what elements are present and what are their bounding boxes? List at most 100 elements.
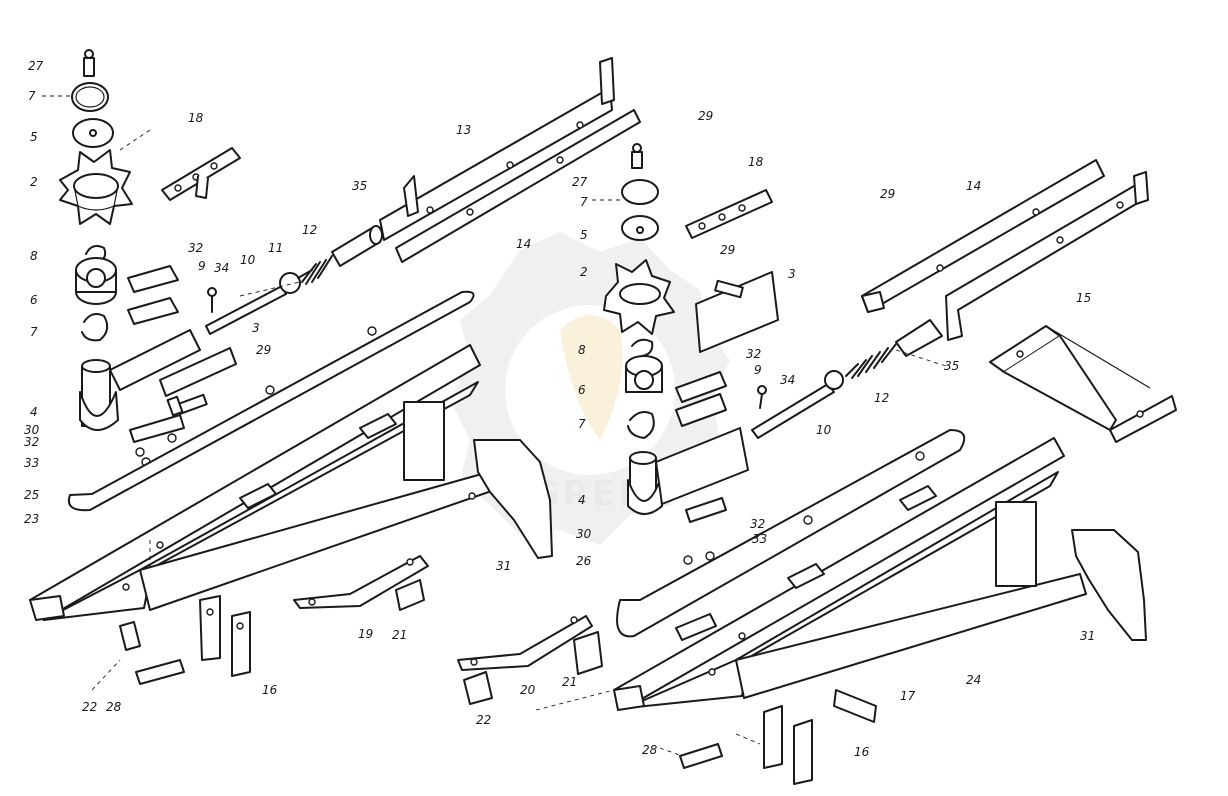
grease-nipple-left bbox=[83, 49, 95, 77]
callout-32: 32 bbox=[188, 241, 203, 255]
callout-4: 4 bbox=[30, 405, 38, 419]
guide-bar-left bbox=[395, 109, 641, 263]
eye-bolt-right bbox=[757, 385, 767, 409]
plate-17-right bbox=[833, 689, 877, 723]
snap-ring-top-left bbox=[71, 82, 109, 112]
callout-24: 24 bbox=[966, 673, 981, 687]
callout-15: 15 bbox=[1076, 291, 1091, 305]
callout-6-right: 6 bbox=[578, 383, 586, 397]
strip-20-right bbox=[457, 615, 593, 671]
brackets-16-right bbox=[763, 705, 813, 785]
bolt-left bbox=[166, 393, 208, 417]
main-frame-right bbox=[613, 429, 1087, 711]
callout-27: 27 bbox=[28, 59, 44, 73]
counterweight-left bbox=[473, 439, 553, 559]
callout-29: 29 bbox=[256, 343, 271, 357]
callout-17: 17 bbox=[900, 689, 916, 703]
retaining-ring-right bbox=[631, 338, 654, 357]
clip-21-right bbox=[573, 631, 603, 675]
callout-22-right: 22 bbox=[476, 713, 491, 727]
callout-30-right: 30 bbox=[576, 527, 592, 541]
callout-29-right: 29 bbox=[880, 187, 895, 201]
callout-21: 21 bbox=[392, 628, 407, 642]
brackets-16-left bbox=[199, 595, 251, 677]
callout-7: 7 bbox=[28, 89, 36, 103]
callout-16: 16 bbox=[262, 683, 278, 697]
callout-27-right: 27 bbox=[572, 175, 588, 189]
sleeve-housing-right bbox=[627, 451, 663, 515]
star-knob-right bbox=[603, 259, 675, 335]
main-frame-left bbox=[29, 290, 501, 621]
bracket-plates-left bbox=[109, 265, 237, 467]
strip-19-left bbox=[293, 555, 429, 609]
callout-32-right-lower: 32 bbox=[750, 517, 765, 531]
callout-3: 3 bbox=[252, 321, 260, 335]
callout-19: 19 bbox=[358, 627, 373, 641]
tension-rod-right bbox=[751, 319, 943, 439]
callout-9: 9 bbox=[198, 259, 206, 273]
callout-35: 35 bbox=[352, 179, 367, 193]
callout-13: 13 bbox=[456, 123, 471, 137]
washer-disc-right bbox=[621, 215, 659, 241]
callout-7-lower: 7 bbox=[30, 325, 38, 339]
callout-2: 2 bbox=[30, 175, 38, 189]
callout-29-right-mid: 29 bbox=[720, 243, 735, 257]
callout-22: 22 bbox=[82, 700, 97, 714]
callout-12-right: 12 bbox=[874, 391, 889, 405]
bearing-right bbox=[625, 355, 663, 393]
callout-23: 23 bbox=[24, 512, 39, 526]
callout-8-right: 8 bbox=[578, 343, 586, 357]
snap-ring-top-right bbox=[621, 179, 659, 205]
callout-35-right: 35 bbox=[944, 359, 959, 373]
callout-32-lower: 32 bbox=[24, 435, 39, 449]
snap-ring-lower-left bbox=[81, 313, 109, 342]
washer-disc-left bbox=[72, 118, 114, 148]
callout-28-right: 28 bbox=[642, 743, 658, 757]
callout-4-right: 4 bbox=[578, 493, 586, 507]
callout-5-right: 5 bbox=[580, 228, 588, 242]
callout-14-right: 14 bbox=[966, 179, 981, 193]
callout-34: 34 bbox=[214, 261, 229, 275]
callout-8: 8 bbox=[30, 249, 38, 263]
callout-21-right: 21 bbox=[562, 675, 577, 689]
callout-26: 26 bbox=[576, 554, 592, 568]
callout-12: 12 bbox=[302, 223, 317, 237]
callout-3-right: 3 bbox=[788, 267, 796, 281]
clip-22-left bbox=[119, 621, 141, 651]
callout-20: 20 bbox=[520, 683, 536, 697]
callout-11: 11 bbox=[268, 241, 283, 255]
star-knob-left bbox=[59, 149, 133, 225]
snap-ring-lower-right bbox=[627, 411, 655, 439]
clip-21-left bbox=[395, 579, 425, 611]
guide-rail-left bbox=[379, 57, 615, 241]
leader-lines bbox=[42, 95, 947, 757]
callout-labels-right: 29 18 27 7 29 14 5 29 2 3 15 8 32 35 9 3… bbox=[476, 109, 1095, 759]
callout-25: 25 bbox=[24, 488, 39, 502]
callout-33-right: 33 bbox=[752, 532, 767, 546]
callout-18: 18 bbox=[188, 111, 204, 125]
sleeve-housing-left bbox=[79, 359, 119, 431]
callout-31-right: 31 bbox=[1080, 629, 1095, 643]
callout-16-right: 16 bbox=[854, 745, 870, 759]
clip-22-right bbox=[463, 671, 493, 705]
eye-bolt-left bbox=[207, 287, 217, 313]
bearing-left bbox=[75, 257, 117, 305]
callout-31: 31 bbox=[496, 559, 511, 573]
plate-28-left bbox=[135, 659, 185, 685]
callout-5: 5 bbox=[30, 130, 38, 144]
callout-18-right: 18 bbox=[748, 155, 764, 169]
callout-9-right: 9 bbox=[754, 363, 762, 377]
callout-34-right: 34 bbox=[780, 373, 795, 387]
guide-bar-right bbox=[945, 171, 1149, 341]
callout-32-right: 32 bbox=[746, 347, 761, 361]
counterweight-right bbox=[1071, 529, 1147, 641]
callout-10-right: 10 bbox=[816, 423, 832, 437]
chain-link-left bbox=[161, 147, 241, 201]
plate-28-right bbox=[679, 743, 723, 769]
chain-link-right bbox=[685, 189, 773, 239]
guide-rail-right bbox=[861, 159, 1105, 313]
bracket-plates-right bbox=[655, 271, 779, 583]
left-assembly bbox=[29, 49, 641, 685]
right-assembly bbox=[457, 143, 1177, 785]
